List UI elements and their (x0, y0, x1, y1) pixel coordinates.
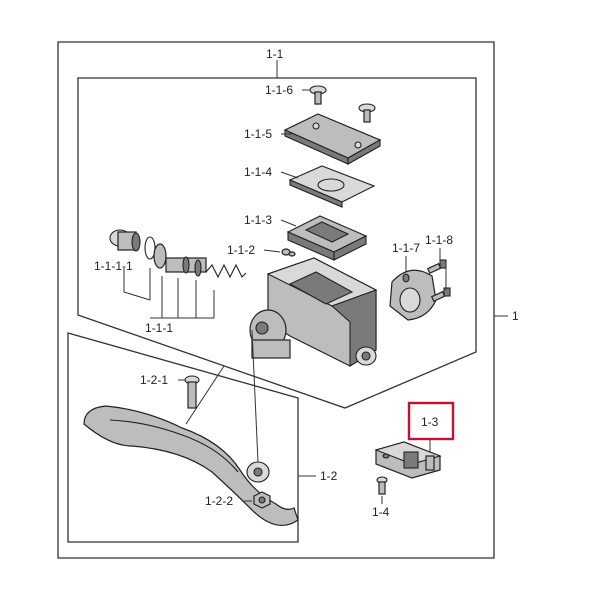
nut-1-2-2 (253, 491, 271, 509)
label-1-1-8: 1-1-8 (425, 233, 453, 247)
label-1-3: 1-3 (421, 415, 439, 429)
label-1-1-3: 1-1-3 (244, 213, 272, 227)
pivot-bolt-1-2-1 (184, 375, 200, 409)
subassembly-frame-1-1 (77, 77, 477, 409)
diaphragm-1-1-3 (286, 215, 368, 261)
assembly-frame-1 (57, 41, 495, 559)
label-1-2-1: 1-2-1 (140, 373, 168, 387)
label-1-4: 1-4 (372, 505, 390, 519)
plate-1-1-4 (288, 165, 376, 208)
screw-1-1-6 (309, 85, 376, 123)
piston-kit-1-1-1-1 (109, 229, 247, 279)
label-1-1-6: 1-1-6 (265, 83, 293, 97)
brake-lever-1-2 (83, 405, 299, 527)
label-1-1-7: 1-1-7 (392, 241, 420, 255)
label-1-1-1: 1-1-1 (145, 321, 173, 335)
label-1-2: 1-2 (320, 469, 338, 483)
plug-1-1-2 (281, 248, 296, 257)
label-1-1-1-1: 1-1-1-1 (94, 259, 133, 273)
subassembly-frame-1-2 (67, 332, 299, 543)
brake-switch-1-3 (374, 441, 442, 479)
label-1-1-2: 1-1-2 (227, 243, 255, 257)
master-cylinder-body (249, 257, 378, 367)
label-1-1-4: 1-1-4 (244, 165, 272, 179)
reservoir-cap-1-1-5 (283, 113, 382, 165)
clamp-1-1-7 (389, 269, 437, 321)
label-1-2-2: 1-2-2 (205, 494, 233, 508)
highlight-box-1-3 (407, 401, 455, 441)
label-1-1-5: 1-1-5 (244, 127, 272, 141)
screw-1-4 (376, 476, 388, 495)
label-1-1: 1-1 (266, 47, 284, 61)
label-1: 1 (512, 309, 519, 323)
